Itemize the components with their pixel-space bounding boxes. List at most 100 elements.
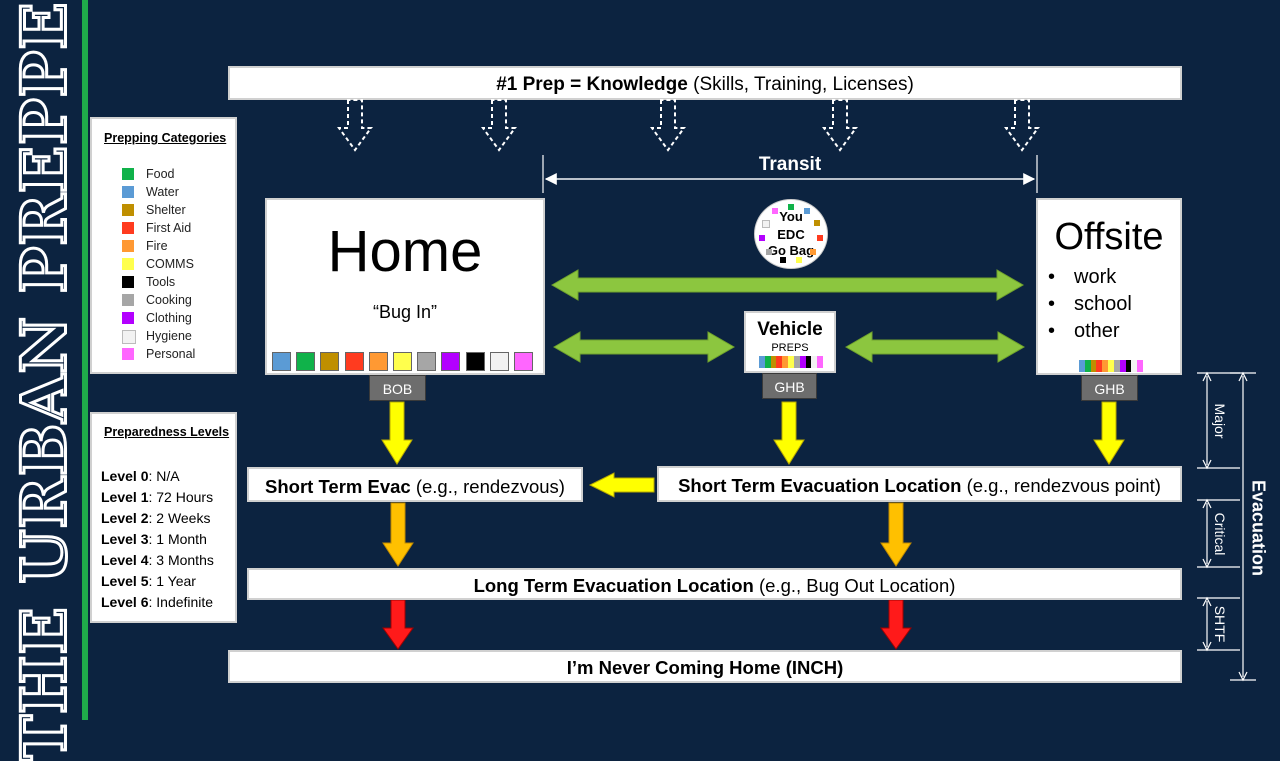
- home-swatch-water: [272, 352, 291, 371]
- yellow-arrows: [381, 401, 1125, 498]
- home-swatch-personal: [514, 352, 533, 371]
- circle-dot-food: [788, 204, 794, 210]
- long-term-evacuation-location-box: Long Term Evacuation Location (e.g., Bug…: [247, 568, 1182, 600]
- category-swatch: [122, 222, 134, 234]
- inch-box: I’m Never Coming Home (INCH): [228, 650, 1182, 683]
- knowledge-arrows: [337, 99, 1040, 152]
- circle-dot-hygiene: [761, 219, 770, 228]
- bob-arrow: [381, 401, 413, 465]
- long-term-evacuation-location-note: (e.g., Bug Out Location): [753, 575, 956, 596]
- strip-first-aid: [1096, 360, 1103, 372]
- strip-water: [1079, 360, 1085, 372]
- strip-personal: [1137, 360, 1143, 372]
- circle-dot-fire: [809, 248, 816, 255]
- strip-water: [759, 356, 765, 368]
- inch-title: I’m Never Coming Home (INCH): [566, 657, 844, 678]
- circle-dot-cooking: [766, 248, 773, 255]
- level-row: Level 4: 3 Months: [101, 552, 214, 568]
- strip-tools: [805, 356, 812, 368]
- category-swatch: [122, 204, 134, 216]
- strip-food: [1084, 360, 1091, 372]
- shtf-label: SHTF: [1212, 605, 1228, 643]
- circle-dot-first-aid: [816, 234, 823, 241]
- category-swatch: [122, 168, 134, 180]
- offsite-item-work: •work: [1048, 266, 1117, 288]
- knowledge-arrow-3: [650, 99, 686, 152]
- category-label: Water: [146, 185, 179, 199]
- short-term-evacuation-location-title: Short Term Evacuation Location: [678, 475, 962, 496]
- category-label: Tools: [146, 275, 176, 289]
- strip-food: [764, 356, 771, 368]
- strip-personal: [817, 356, 823, 368]
- offsite-item-other: •other: [1048, 320, 1120, 342]
- strip-clothing: [799, 356, 806, 368]
- you-label: You: [779, 209, 803, 224]
- strip-fire: [782, 356, 789, 368]
- knowledge-arrow-4: [822, 99, 858, 152]
- level-row: Level 0: N/A: [101, 468, 180, 484]
- strip-cooking: [793, 356, 800, 368]
- category-swatch: [122, 330, 136, 344]
- major-label: Major: [1212, 403, 1228, 439]
- green-arrows: [550, 269, 1026, 363]
- category-label: Hygiene: [146, 329, 192, 343]
- offsite-ghb-tag: GHB: [1081, 375, 1138, 401]
- red-arrows: [382, 599, 912, 650]
- category-label: First Aid: [146, 221, 192, 235]
- category-label: Clothing: [146, 311, 192, 325]
- side-brackets: [1197, 371, 1256, 682]
- short-term-evac-box: Short Term Evac (e.g., rendezvous): [247, 467, 583, 502]
- knowledge-banner-prefix: #1 Prep = Knowledge: [496, 74, 688, 95]
- short-evac-down-arrow: [382, 502, 414, 567]
- level-row: Level 5: 1 Year: [101, 573, 196, 589]
- knowledge-banner-suffix: (Skills, Training, Licenses): [687, 74, 914, 95]
- evacuation-label: Evacuation: [1248, 479, 1269, 577]
- level-row: Level 1: 72 Hours: [101, 489, 214, 505]
- home-swatch-shelter: [320, 352, 340, 371]
- prepping-categories-title: Prepping Categories: [104, 131, 227, 145]
- vehicle-ghb-tag: GHB: [762, 373, 817, 399]
- vehicle-ghb-arrow: [773, 401, 805, 465]
- category-swatch: [122, 294, 134, 306]
- diagram-graphics: [337, 99, 1256, 682]
- vehicle-box: Vehicle PREPS: [744, 311, 836, 373]
- short-term-evac-note: (e.g., rendezvous): [410, 476, 565, 497]
- home-subtitle: “Bug In”: [372, 302, 438, 322]
- short-term-evac-title: Short Term Evac: [265, 476, 411, 497]
- home-swatch-first-aid: [344, 352, 364, 371]
- category-swatch: [122, 240, 134, 252]
- home-swatch-hygiene: [489, 352, 509, 371]
- circle-dot-shelter: [814, 219, 821, 226]
- offsite-item-school: •school: [1048, 293, 1132, 315]
- short-term-evacuation-location-box: Short Term Evacuation Location (e.g., re…: [657, 466, 1182, 502]
- category-swatch: [122, 258, 134, 270]
- home-swatch-cooking: [417, 352, 437, 371]
- short-evac-left-arrow: [588, 472, 655, 498]
- category-label: Fire: [146, 239, 168, 253]
- long-evac-left-arrow: [382, 599, 414, 650]
- short-term-evacuation-location-note: (e.g., rendezvous point): [961, 475, 1161, 496]
- short-evac-location-down-arrow: [880, 502, 912, 567]
- knowledge-arrow-5: [1004, 99, 1040, 152]
- home-swatch-clothing: [441, 352, 461, 371]
- vehicle-category-strip: [759, 356, 823, 368]
- home-offsite-arrow: [550, 269, 1025, 301]
- strip-hygiene: [811, 356, 818, 368]
- knowledge-banner: #1 Prep = Knowledge (Skills, Training, L…: [228, 66, 1182, 100]
- category-swatch: [122, 186, 134, 198]
- circle-dot-water: [803, 208, 810, 215]
- edc-label: EDC: [777, 227, 805, 242]
- offsite-title: Offsite: [1054, 216, 1164, 258]
- offsite-category-strip: [1079, 360, 1143, 372]
- home-swatch-fire: [368, 352, 388, 371]
- transit-span: [542, 155, 1038, 193]
- vehicle-subtitle: PREPS: [771, 342, 809, 354]
- category-swatch: [122, 312, 134, 324]
- critical-label: Critical: [1212, 512, 1228, 556]
- level-row: Level 6: Indefinite: [101, 594, 214, 610]
- circle-dot-personal: [772, 208, 779, 215]
- strip-comms: [788, 356, 794, 368]
- circle-dot-tools: [779, 256, 786, 263]
